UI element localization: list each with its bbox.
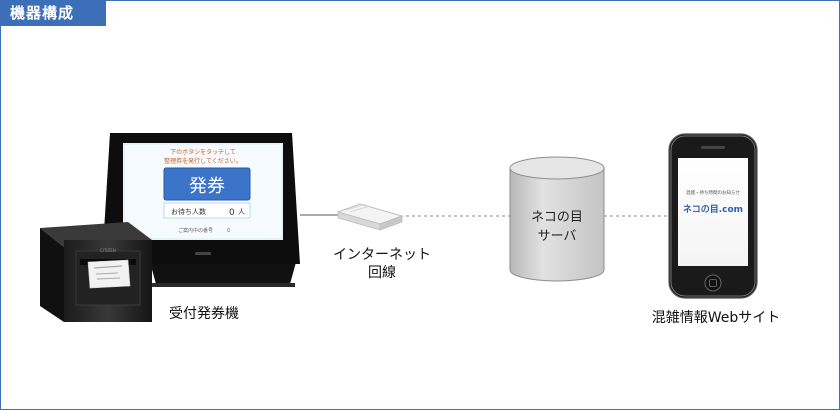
phone-screen [678,158,748,266]
phone-speaker [701,146,725,149]
connections [300,214,668,217]
waiting-label: お待ち人数 [171,207,206,216]
waiting-box [163,202,251,219]
server-label-1: ネコの目 [531,210,583,225]
network-label-1: インターネット [333,247,431,263]
printer-brand: CITIZEN [100,248,116,253]
ticket-printer: CITIZEN [40,222,152,322]
tablet-stand-shadow [150,283,295,287]
screen-footer-text: ご案内中の番号 [178,227,213,234]
waiting-count: 0 [229,208,235,218]
phone-body-highlight [670,135,756,297]
cylinder-body [509,167,605,282]
phone-site-logo: ネコの目.com [683,204,743,215]
printer-receipt [87,259,131,289]
network-label-2: 回線 [368,265,396,281]
smartphone: 混雑・待ち時間のお知らせ ネコの目.com [668,133,758,299]
issue-ticket-label: 発券 [189,176,225,197]
phone-site-label: 混雑情報Webサイト [651,310,781,326]
screen-footer-num: 0 [227,228,230,234]
router-side [379,215,403,231]
tablet-kiosk: 下のボタンをタッチして 整理券を発行してください。 発券 お待ち人数 0 人 ご… [102,133,300,287]
server-label-2: サーバ [538,229,577,244]
section-title: 機器構成 [0,0,106,26]
network-router [336,203,404,231]
waiting-unit: 人 [238,208,245,216]
screen-instruction-2: 整理券を発行してください。 [164,157,242,165]
phone-home-button [704,274,722,292]
phone-site-header: 混雑・待ち時間のお知らせ [686,189,740,196]
cylinder-top [509,156,605,180]
printer-side [40,228,64,322]
server-cylinder: ネコの目 サーバ [509,156,605,282]
screen-instruction-1: 下のボタンをタッチして [170,148,236,156]
tablet-home-slot [195,252,211,255]
issue-ticket-button [163,167,251,201]
terminal-label: 受付発券機 [169,306,239,322]
